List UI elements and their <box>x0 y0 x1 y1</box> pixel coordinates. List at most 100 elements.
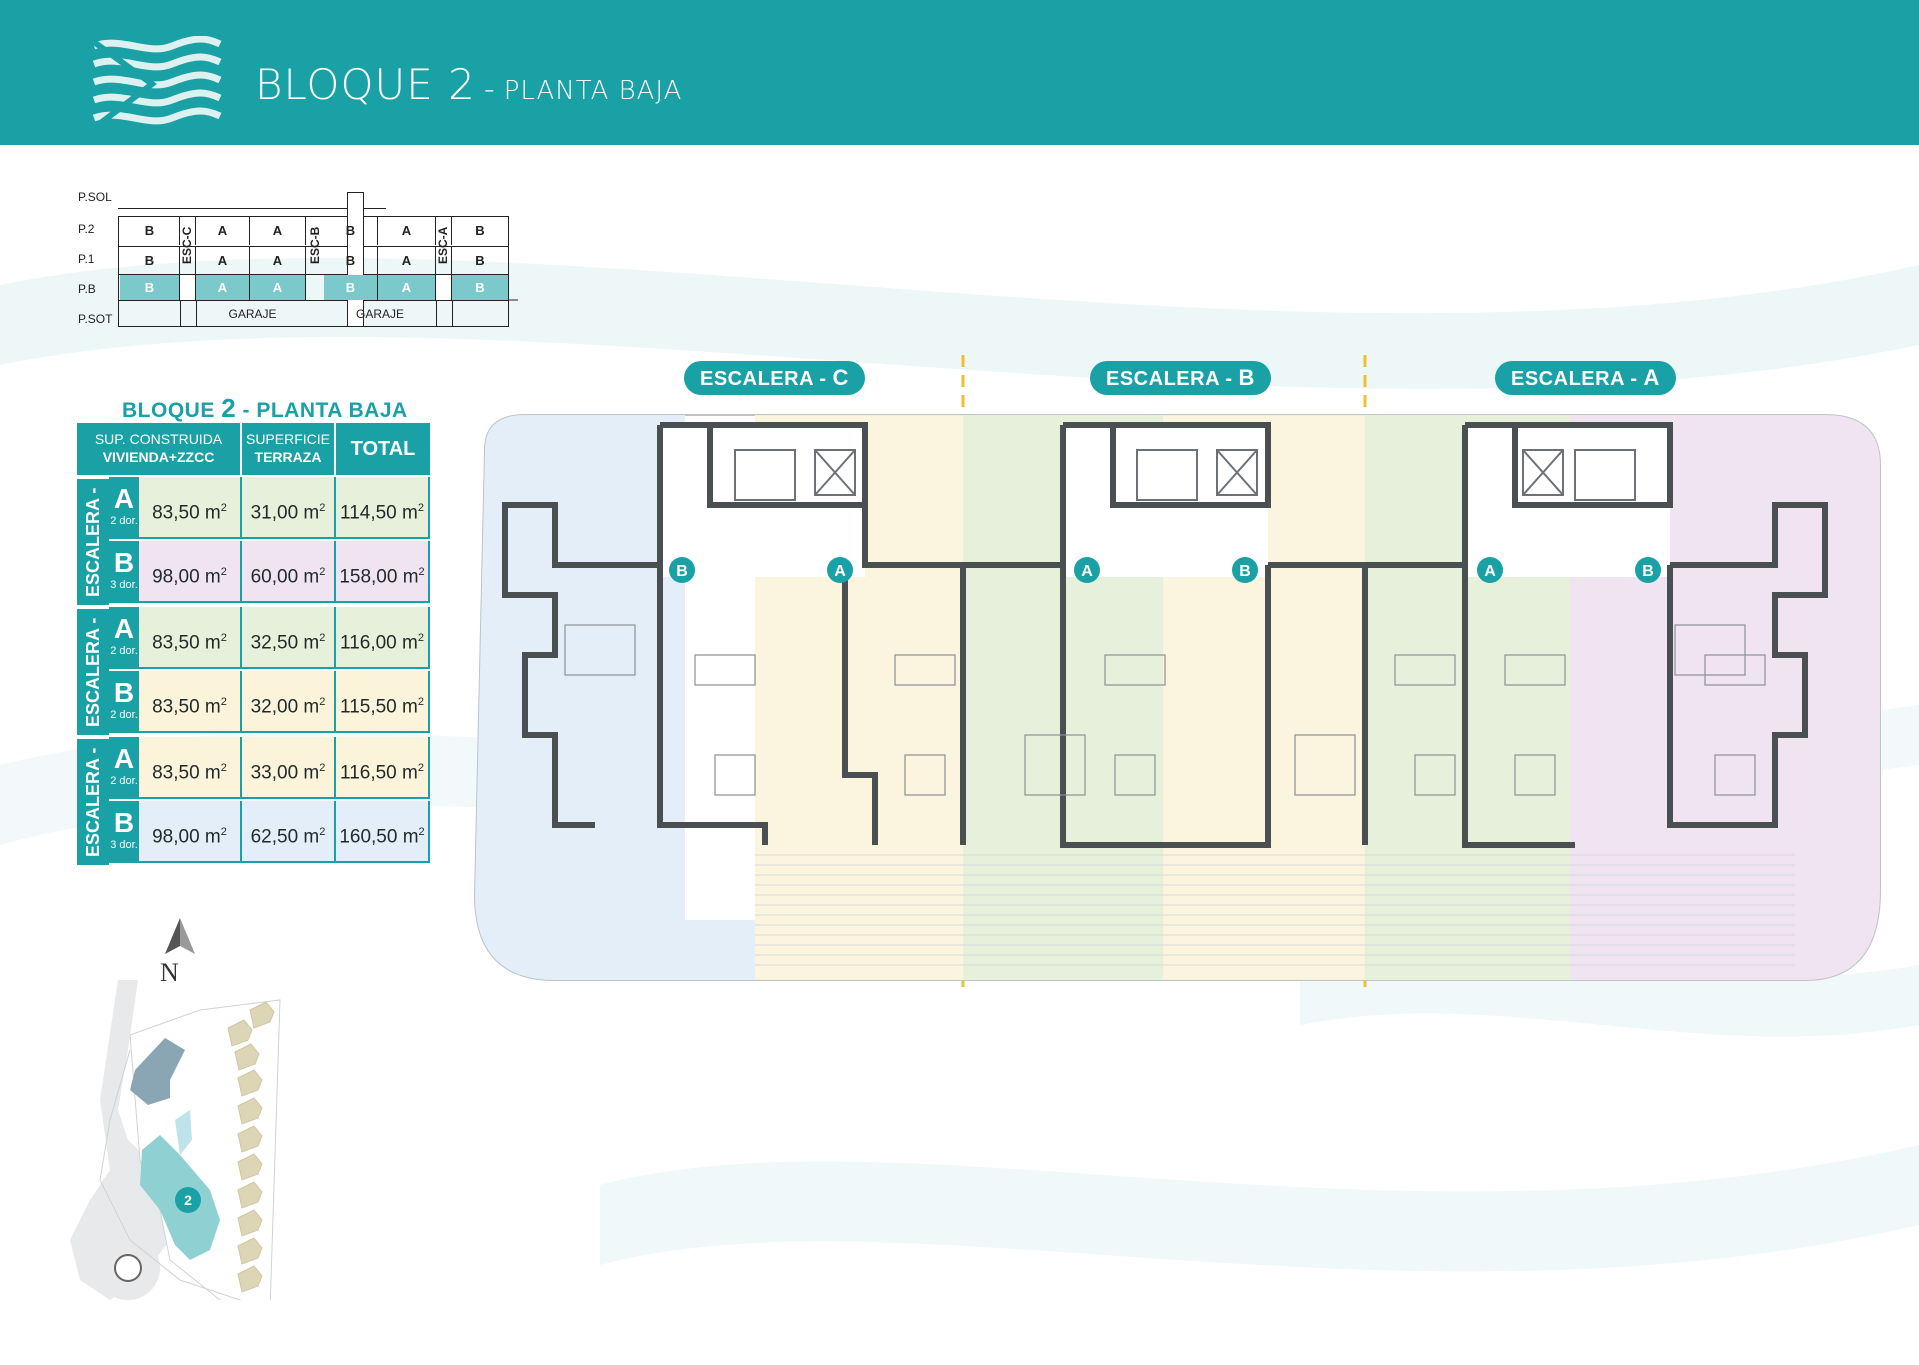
unit-sup: 2 <box>220 696 227 708</box>
construida-text: 83,50 m <box>152 762 221 784</box>
unit-sup: 2 <box>319 632 326 644</box>
unit-cell: A <box>250 217 306 245</box>
terraza-text: 32,50 m <box>250 632 320 654</box>
stair-label: ESC-A <box>436 226 450 264</box>
unit-sup: 2 <box>417 696 424 708</box>
unit-cell: A <box>250 247 306 275</box>
unit-sup: 2 <box>417 762 424 774</box>
construida-text: 83,50 m <box>152 696 221 718</box>
title-main: BLOQUE 2 <box>255 60 476 109</box>
terraza-value: 62,50 m2 <box>242 801 336 863</box>
total-value: 160,50 m2 <box>336 801 430 863</box>
table-title-prefix: BLOQUE <box>122 399 215 422</box>
level-label: P.B <box>78 282 96 296</box>
unit-cell: B <box>475 223 485 238</box>
escalera-b-label: ESCALERA - B <box>77 607 135 735</box>
unit-cell-pb: B <box>120 275 180 300</box>
unit-cell-pb: A <box>378 275 436 300</box>
dorms-count: 2 dor. <box>110 775 138 787</box>
unit-cell: A <box>196 247 250 275</box>
header-construida-line2: VIVIENDA+ZZCC <box>102 449 215 465</box>
stair-cell <box>436 217 452 245</box>
header-terraza-line2: TERRAZA <box>254 449 322 465</box>
escalera-c-label: ESCALERA - C <box>77 737 135 865</box>
floor-plan-drawing: B A A B A B <box>473 355 1881 995</box>
terraza-text: 31,00 m <box>250 502 320 524</box>
level-label: P.SOL <box>78 190 112 204</box>
escalera-prefix: ESCALERA - <box>1511 368 1638 390</box>
unit-sup: 2 <box>418 826 425 838</box>
type-letter: B <box>113 547 135 578</box>
terraza-value: 32,00 m2 <box>242 671 336 733</box>
unit-cell: B <box>120 217 180 245</box>
construida-text: 98,00 m <box>152 566 221 588</box>
unit-cell-pb: A <box>196 275 250 300</box>
construida-value: 83,50 m2 <box>139 737 242 799</box>
construida-value: 83,50 m2 <box>139 477 242 539</box>
block-1-shape <box>130 1038 185 1105</box>
total-text: 115,50 m <box>340 696 418 718</box>
table-title-num: 2 <box>221 393 237 423</box>
title-sub: PLANTA BAJA <box>503 76 683 106</box>
unit-sup: 2 <box>220 632 227 644</box>
construida-text: 83,50 m <box>152 502 221 524</box>
escalera-a-label: ESCALERA - A <box>77 477 135 605</box>
terraza-text: 60,00 m <box>250 566 320 588</box>
dorms-count: 3 dor. <box>110 839 138 851</box>
unit-sup: 2 <box>417 502 424 514</box>
total-value: 116,00 m2 <box>336 607 430 669</box>
header-terraza: SUPERFICIE TERRAZA <box>242 423 336 475</box>
escalera-prefix: ESCALERA - <box>1106 368 1233 390</box>
header-construida: SUP. CONSTRUIDA VIVIENDA+ZZCC <box>77 423 242 475</box>
total-value: 115,50 m2 <box>336 671 430 733</box>
unit-cell-pb: B <box>324 275 378 300</box>
stair-label: ESC-B <box>308 226 322 264</box>
total-text: 116,50 m <box>340 762 418 784</box>
total-text: 116,00 m <box>340 632 418 654</box>
type-letter: A <box>113 613 135 644</box>
terraza-value: 60,00 m2 <box>242 541 336 603</box>
floor-plan: ESCALERA - C ESCALERA - B ESCALERA - A <box>465 355 1885 995</box>
type-letter: A <box>113 483 135 514</box>
construida-value: 98,00 m2 <box>139 541 242 603</box>
door-marker: A <box>834 563 846 580</box>
unit-sup: 2 <box>319 826 326 838</box>
header-construida-line1: SUP. CONSTRUIDA <box>94 431 223 447</box>
garage-label: GARAJE <box>228 307 277 321</box>
construida-text: 83,50 m <box>152 632 221 654</box>
basement-row: GARAJE GARAJE <box>120 301 508 327</box>
unit-sup: 2 <box>319 762 326 774</box>
door-marker: B <box>1642 563 1654 580</box>
total-text: 160,50 m <box>339 826 419 848</box>
stair-cell <box>180 275 196 300</box>
level-label: P.2 <box>78 222 95 236</box>
level-label: P.1 <box>78 252 95 266</box>
unit-sup: 2 <box>319 566 326 578</box>
stair-cell <box>436 275 452 300</box>
door-marker: A <box>1484 563 1496 580</box>
terraza-text: 32,00 m <box>250 696 320 718</box>
escalera-a-badge: ESCALERA - A <box>1495 361 1676 395</box>
unit-cell: B <box>120 247 180 275</box>
stair-cell <box>180 247 196 275</box>
header-bar <box>0 0 1919 145</box>
block-2-shape: 2 <box>140 1135 220 1260</box>
terraza-text: 62,50 m <box>250 826 320 848</box>
construida-value: 83,50 m2 <box>139 671 242 733</box>
dorms-count: 2 dor. <box>110 515 138 527</box>
construida-value: 98,00 m2 <box>139 801 242 863</box>
unit-cell-pb: B <box>452 275 508 300</box>
stair-cell <box>180 217 196 245</box>
type-letter: B <box>113 677 135 708</box>
title-dash: - <box>483 72 496 107</box>
page-title: BLOQUE 2-PLANTA BAJA <box>255 60 682 109</box>
brand-logo-icon <box>92 36 222 131</box>
terraza-value: 31,00 m2 <box>242 477 336 539</box>
unit-sup: 2 <box>220 566 227 578</box>
total-value: 158,00 m2 <box>336 541 430 603</box>
unit-cell: A <box>196 217 250 245</box>
